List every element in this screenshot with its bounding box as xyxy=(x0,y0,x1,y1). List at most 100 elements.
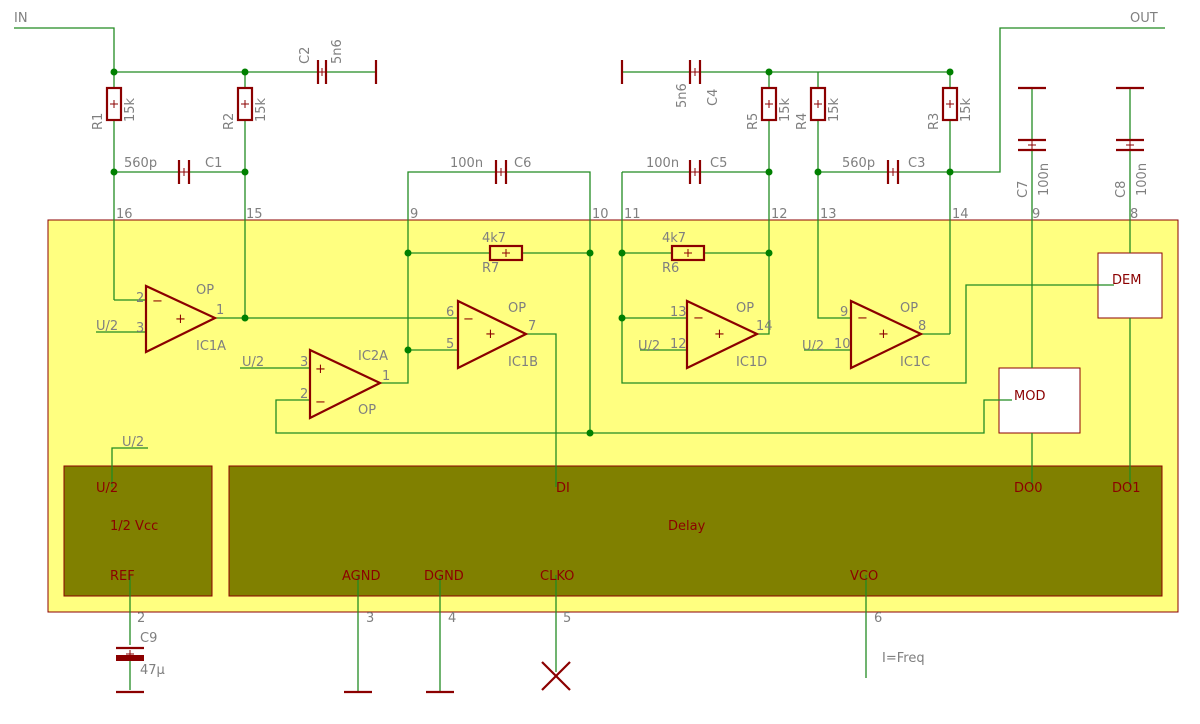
c3-value: 560p xyxy=(842,156,875,171)
pin-2: 2 xyxy=(137,611,145,626)
wires xyxy=(14,27,1165,692)
r7-name: R7 xyxy=(482,261,499,276)
r2-value: 15k xyxy=(254,97,269,122)
r4-name: R4 xyxy=(795,113,810,130)
resistor-r1[interactable] xyxy=(105,86,123,122)
ic2a-pin-minus: 2 xyxy=(300,387,308,402)
origin-markers xyxy=(110,68,1134,658)
ic1d-pin-plus: 12 xyxy=(670,337,687,352)
resistor-r6[interactable] xyxy=(670,244,706,262)
junctions xyxy=(110,68,954,437)
delay-label: Delay xyxy=(668,519,706,534)
capacitor-c1[interactable] xyxy=(177,160,191,184)
svg-text:−: − xyxy=(315,395,326,410)
ic1b-pin-out: 7 xyxy=(528,319,536,334)
vcc-block xyxy=(63,465,213,597)
ic2a-pin-out: 1 xyxy=(382,369,390,384)
svg-text:+: + xyxy=(485,327,496,342)
pin-11: 11 xyxy=(624,207,641,222)
svg-text:−: − xyxy=(152,294,163,309)
u2-ic2a: U/2 xyxy=(242,355,264,370)
r2-name: R2 xyxy=(222,113,237,130)
pin-12: 12 xyxy=(771,207,788,222)
opamp-ic1a[interactable]: −+ xyxy=(144,284,218,354)
c7-value: 100n xyxy=(1037,163,1052,196)
pin-16: 16 xyxy=(116,207,133,222)
u2-ic1a: U/2 xyxy=(96,319,118,334)
delay-clko: CLKO xyxy=(540,569,574,584)
pin-9b: 9 xyxy=(1032,207,1040,222)
u2-vcc: U/2 xyxy=(122,435,144,450)
port-in-label: IN xyxy=(14,11,28,26)
ic1b-type: OP xyxy=(508,301,526,316)
svg-text:−: − xyxy=(463,312,474,327)
opamp-ic1b[interactable]: −+ xyxy=(456,299,529,370)
c5-value: 100n xyxy=(646,156,679,171)
r4-value: 15k xyxy=(827,97,842,122)
resistor-r7[interactable] xyxy=(488,244,524,262)
resistor-r3[interactable] xyxy=(941,86,959,122)
r1-value: 15k xyxy=(123,97,138,122)
ic1a-pin-out: 1 xyxy=(216,303,224,318)
ic1c-type: OP xyxy=(900,301,918,316)
svg-text:+: + xyxy=(878,327,889,342)
svg-text:−: − xyxy=(693,311,704,326)
delay-dgnd: DGND xyxy=(424,569,464,584)
ic1a-type: OP xyxy=(196,283,214,298)
capacitor-c8[interactable] xyxy=(1116,86,1144,152)
block-labels: U/2 1/2 Vcc REF DI DO0 DO1 Delay AGND DG… xyxy=(96,273,1141,584)
c5-name: C5 xyxy=(710,156,727,171)
capacitor-c4[interactable] xyxy=(620,60,702,84)
vcc-label: 1/2 Vcc xyxy=(110,519,158,534)
mod-block[interactable] xyxy=(998,367,1081,434)
c8-name: C8 xyxy=(1114,181,1129,198)
ic1b-pin-minus: 6 xyxy=(446,305,454,320)
ic2a-name: IC2A xyxy=(358,349,388,364)
r3-value: 15k xyxy=(959,97,974,122)
r5-name: R5 xyxy=(746,113,761,130)
c6-name: C6 xyxy=(514,156,531,171)
capacitor-c7[interactable] xyxy=(1018,86,1046,152)
resistor-r2[interactable] xyxy=(236,86,254,122)
pin-9: 9 xyxy=(410,207,418,222)
pin-10: 10 xyxy=(592,207,609,222)
delay-do1: DO1 xyxy=(1112,481,1141,496)
opamp-ic1c[interactable]: −+ xyxy=(849,299,924,370)
opamp-ic1d[interactable]: −+ xyxy=(685,299,760,370)
ic1a-pin-plus: 3 xyxy=(136,321,144,336)
opamp-ic2a[interactable]: +− xyxy=(308,348,383,420)
mod-label: MOD xyxy=(1014,389,1045,404)
capacitor-c6[interactable] xyxy=(494,160,508,184)
svg-text:+: + xyxy=(175,312,186,327)
u2-ic1d: U/2 xyxy=(638,339,660,354)
delay-agnd: AGND xyxy=(342,569,380,584)
svg-text:−: − xyxy=(857,311,868,326)
svg-text:+: + xyxy=(315,362,326,377)
capacitor-c3[interactable] xyxy=(886,160,900,184)
c9-name: C9 xyxy=(140,631,157,646)
resistor-r4[interactable] xyxy=(809,86,827,122)
r1-name: R1 xyxy=(91,113,106,130)
c3-name: C3 xyxy=(908,156,925,171)
delay-do0: DO0 xyxy=(1014,481,1043,496)
package-pins: 16 15 9 10 11 12 13 14 9 8 2 3 4 5 6 xyxy=(116,207,1138,626)
capacitor-c5[interactable] xyxy=(688,160,702,184)
delay-di: DI xyxy=(556,481,570,496)
resistor-r5[interactable] xyxy=(760,86,778,122)
pin-5: 5 xyxy=(563,611,571,626)
c4-value: 5n6 xyxy=(675,83,690,108)
pin-4: 4 xyxy=(448,611,456,626)
opamp-labels: OP IC1A 2 3 1 IC2A OP 3 2 1 OP IC1B 6 5 … xyxy=(136,283,930,418)
pin-8: 8 xyxy=(1130,207,1138,222)
pin-15: 15 xyxy=(246,207,263,222)
r3-name: R3 xyxy=(927,113,942,130)
port-out-label: OUT xyxy=(1130,11,1158,26)
ic1d-name: IC1D xyxy=(736,355,767,370)
ic1d-pin-minus: 13 xyxy=(670,305,687,320)
pin-14: 14 xyxy=(952,207,969,222)
ic2a-pin-plus: 3 xyxy=(300,355,308,370)
ic1a-name: IC1A xyxy=(196,339,226,354)
c1-name: C1 xyxy=(205,156,222,171)
vcc-ref: REF xyxy=(110,569,135,584)
